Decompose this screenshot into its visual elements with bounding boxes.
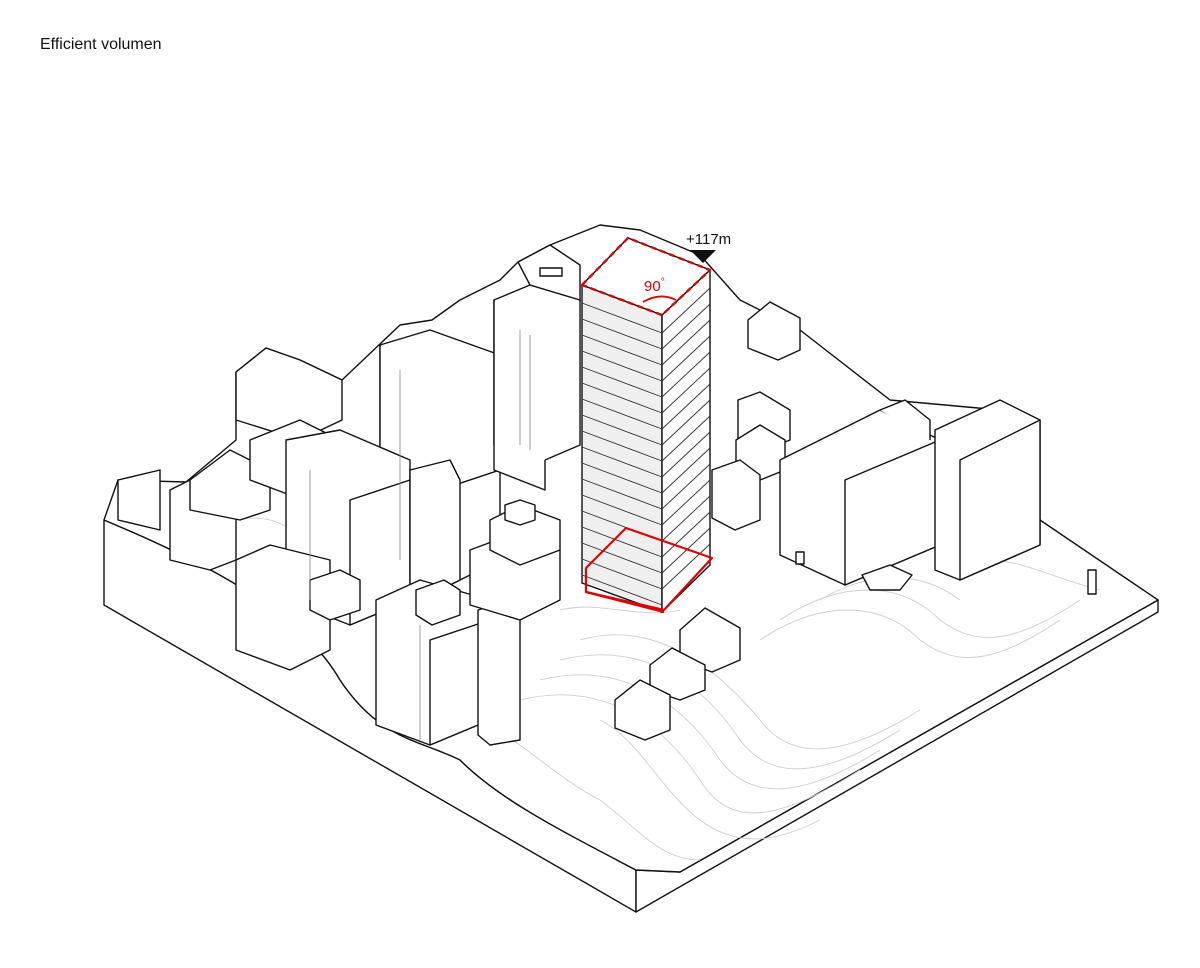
roof-angle-value: 90 [644, 278, 661, 295]
tower-floor-lines [581, 287, 711, 606]
floor-line [581, 494, 663, 526]
context-building [504, 499, 536, 526]
contour-line [579, 634, 921, 750]
floor-line [661, 511, 711, 558]
contour-line [599, 719, 821, 840]
floor-line [581, 398, 663, 430]
floor-line [581, 366, 663, 398]
floor-line [661, 351, 711, 398]
facade-lines [309, 330, 531, 740]
floor-line [581, 414, 663, 446]
floor-line [661, 479, 711, 526]
floor-line [661, 415, 711, 462]
main-tower: 90° +117m [580, 231, 731, 614]
context-buildings [117, 244, 1097, 746]
roof-angle-label: 90° [644, 277, 665, 295]
floor-line [661, 495, 711, 542]
floor-line [661, 303, 711, 350]
context-building [409, 459, 461, 601]
context-building [235, 544, 331, 671]
main-tower-right-face [661, 268, 711, 614]
context-building [879, 399, 931, 440]
floor-line [661, 287, 711, 334]
page-title: Efficient volumen [40, 36, 162, 53]
context-building-detail [1087, 569, 1097, 595]
contour-line [779, 589, 1081, 638]
floor-line [661, 543, 711, 590]
floor-line [581, 302, 663, 334]
roof-angle-unit: ° [661, 277, 665, 288]
tower-roof-dashed-outline [580, 236, 712, 317]
floor-line [581, 478, 663, 510]
floor-line [661, 527, 711, 574]
floor-line [581, 574, 663, 606]
floor-line [661, 367, 711, 414]
tower-footprint-outline [584, 526, 714, 612]
contour-line [759, 609, 1061, 658]
contour-line [559, 654, 901, 770]
context-building [959, 419, 1041, 581]
floor-line [581, 334, 663, 366]
floor-line [661, 319, 711, 366]
context-building [415, 579, 461, 626]
floor-line [661, 463, 711, 510]
context-building-detail [795, 551, 805, 565]
floor-line [661, 383, 711, 430]
tower-footprint-base [585, 590, 665, 614]
roof-angle-arc [642, 295, 677, 303]
floor-line [581, 382, 663, 414]
context-building [309, 569, 361, 621]
floor-line [661, 335, 711, 382]
floor-line [581, 446, 663, 478]
floor-line [581, 462, 663, 494]
floor-line [661, 447, 711, 494]
floor-line [661, 399, 711, 446]
contour-line [519, 694, 861, 814]
floor-line [581, 430, 663, 462]
context-building-roof [539, 267, 563, 277]
floor-line [581, 318, 663, 350]
context-house [614, 679, 671, 741]
contour-line [479, 719, 701, 861]
floor-line [581, 350, 663, 382]
triangle-down-icon [690, 250, 716, 263]
context-building [117, 469, 161, 531]
context-house [747, 301, 801, 361]
context-tower [493, 300, 546, 491]
context-house [711, 459, 761, 531]
floor-line [581, 526, 663, 558]
contour-line [559, 606, 681, 614]
floor-line [661, 431, 711, 478]
context-building [235, 347, 343, 441]
contour-line [539, 674, 881, 790]
floor-line [581, 558, 663, 590]
height-label: +117m [686, 231, 731, 248]
floor-line [581, 542, 663, 574]
context-building-detail [861, 564, 913, 591]
context-building [477, 599, 521, 746]
